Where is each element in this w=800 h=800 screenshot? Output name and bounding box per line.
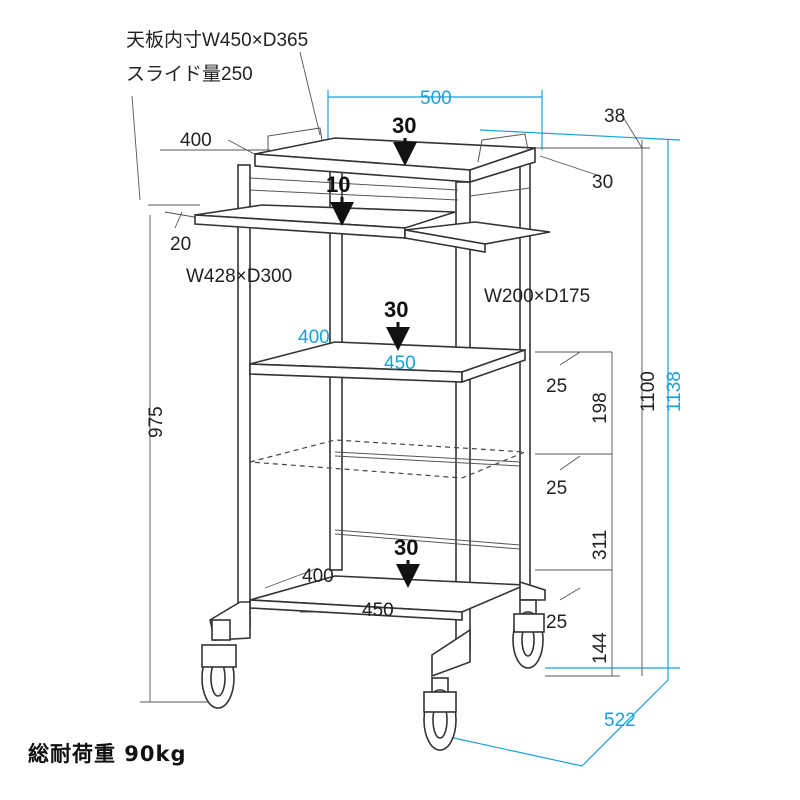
caster-front-left — [201, 619, 237, 709]
label-1138: 1138 — [664, 371, 685, 412]
load-arrows — [330, 138, 420, 588]
label-522: 522 — [604, 710, 636, 731]
label-400-bot: 400 — [302, 566, 334, 587]
label-25-a: 25 — [546, 376, 567, 397]
label-slide: スライド量250 — [126, 64, 253, 85]
total-load-capacity: 総耐荷重 90kg — [28, 742, 187, 766]
label-38: 38 — [604, 106, 625, 127]
label-400-top: 400 — [180, 130, 212, 151]
label-144: 144 — [590, 632, 611, 664]
label-975: 975 — [146, 406, 167, 438]
label-311: 311 — [590, 530, 611, 560]
cart-frame — [194, 127, 551, 678]
label-keyboard-size: W428×D300 — [186, 266, 292, 287]
label-450-mid: 450 — [384, 353, 416, 374]
load-bottom: 30 — [394, 535, 418, 560]
label-400-mid: 400 — [298, 327, 330, 348]
load-top: 30 — [392, 113, 416, 138]
label-198: 198 — [590, 392, 611, 424]
label-25-b: 25 — [546, 478, 567, 499]
load-middle: 30 — [384, 297, 408, 322]
label-450-bot: 450 — [362, 600, 394, 621]
label-1100: 1100 — [638, 371, 659, 412]
caster-front-right — [423, 677, 457, 751]
label-25-c: 25 — [546, 612, 567, 633]
label-top-inner: 天板内寸W450×D365 — [126, 29, 308, 51]
label-width-500: 500 — [420, 88, 452, 109]
caster-rear-right — [512, 599, 545, 669]
load-keyboard: 10 — [326, 172, 350, 197]
label-side-size: W200×D175 — [484, 286, 590, 307]
label-30-right: 30 — [592, 172, 613, 193]
label-20: 20 — [170, 234, 191, 255]
